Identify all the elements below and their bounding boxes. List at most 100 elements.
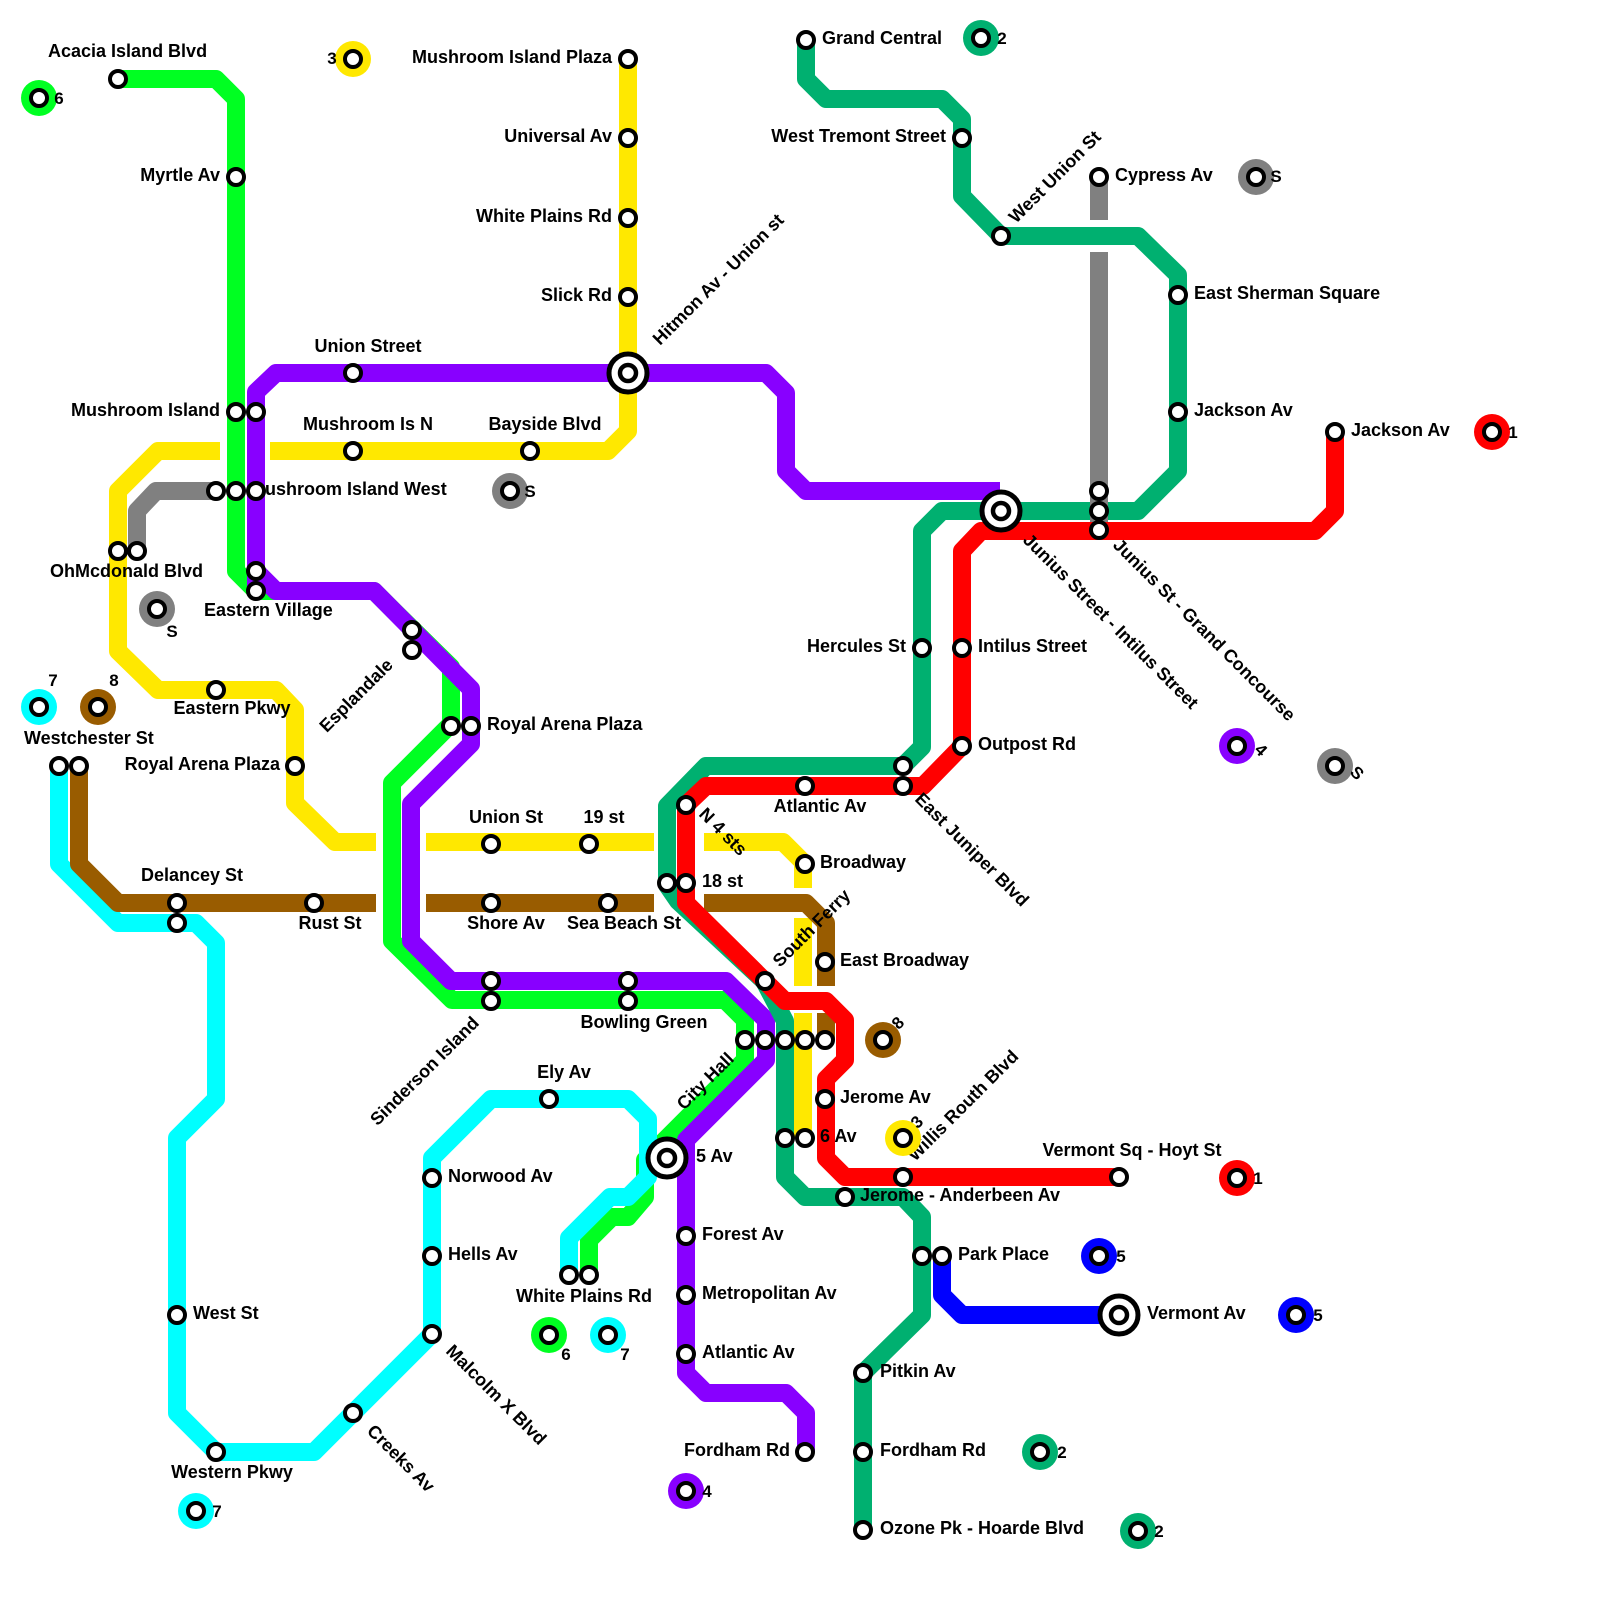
station-union-street-9-marker-1[interactable] bbox=[343, 363, 363, 383]
station-forest-av-38-marker-1[interactable] bbox=[676, 1226, 696, 1246]
station-malcolm-x-blvd-34-marker-1[interactable] bbox=[422, 1324, 442, 1344]
station-ely-av-28-marker-1[interactable] bbox=[539, 1089, 559, 1109]
station-ohmcdonald-blvd-5-marker-1[interactable] bbox=[108, 541, 128, 561]
station-east-juniper-blvd-68-marker-2[interactable] bbox=[893, 776, 913, 796]
station-rust-st-21-marker-1[interactable] bbox=[304, 893, 324, 913]
station-jerome-av-48-marker-1[interactable] bbox=[815, 1089, 835, 1109]
station-royal-arena-plaza-8-marker-1[interactable] bbox=[441, 716, 461, 736]
station-eastern-village-6-marker-1[interactable] bbox=[246, 561, 266, 581]
station-city-hall-36-marker-1[interactable] bbox=[735, 1030, 755, 1050]
station-city-hall-36-marker-4[interactable] bbox=[795, 1030, 815, 1050]
station-esplandale-7-marker-1[interactable] bbox=[402, 620, 422, 640]
station-6-av-49-marker-2[interactable] bbox=[795, 1128, 815, 1148]
station-jackson-av-63-label: Jackson Av bbox=[1194, 400, 1293, 420]
station-fordham-rd-41-marker-1[interactable] bbox=[795, 1442, 815, 1462]
station-shore-av-24-marker-1[interactable] bbox=[481, 893, 501, 913]
station-broadway-45-label: Broadway bbox=[820, 852, 906, 872]
station-city-hall-36-marker-2[interactable] bbox=[755, 1030, 775, 1050]
station-sinderson-island-26-marker-2[interactable] bbox=[481, 991, 501, 1011]
station-vermont-sq-hoyt-st-52-marker-1[interactable] bbox=[1109, 1167, 1129, 1187]
station-atlantic-av-44-label: Atlantic Av bbox=[774, 796, 867, 816]
station-creeks-av-33-marker-1[interactable] bbox=[343, 1403, 363, 1423]
station-universal-av-13-marker-1[interactable] bbox=[618, 128, 638, 148]
station-mushroom-island-3-marker-1[interactable] bbox=[226, 402, 246, 422]
station-west-st-31-marker-1[interactable] bbox=[167, 1305, 187, 1325]
station-hitmon-av-union-st-16-interchange[interactable] bbox=[606, 351, 650, 395]
station-norwood-av-29-marker-1[interactable] bbox=[422, 1168, 442, 1188]
station-n-4-sts-42-marker-1[interactable] bbox=[676, 795, 696, 815]
station-west-union-st-60-marker-1[interactable] bbox=[991, 226, 1011, 246]
station-mushroom-island-3-marker-2[interactable] bbox=[246, 402, 266, 422]
station-6-av-49-marker-1[interactable] bbox=[775, 1128, 795, 1148]
station-junius-st-grand-concourse-70-marker-2[interactable] bbox=[1089, 501, 1109, 521]
station-pitkin-av-55-marker-1[interactable] bbox=[853, 1363, 873, 1383]
station-outpost-rd-67-marker-1[interactable] bbox=[952, 736, 972, 756]
station-19-st-23-marker-1[interactable] bbox=[579, 834, 599, 854]
station-ohmcdonald-blvd-5-marker-2[interactable] bbox=[127, 541, 147, 561]
station-sea-beach-st-25-marker-1[interactable] bbox=[598, 893, 618, 913]
station-mushroom-island-west-4-marker-2[interactable] bbox=[226, 481, 246, 501]
station-atlantic-av-40-marker-1[interactable] bbox=[676, 1344, 696, 1364]
station-mushroom-island-plaza-12-marker-1[interactable] bbox=[618, 49, 638, 69]
station-esplandale-7-marker-2[interactable] bbox=[402, 640, 422, 660]
station-metropolitan-av-39-marker-1[interactable] bbox=[676, 1285, 696, 1305]
station-slick-rd-15-marker-1[interactable] bbox=[618, 287, 638, 307]
station-royal-arena-plaza-8-marker-2[interactable] bbox=[461, 716, 481, 736]
station-18-st-43-marker-2[interactable] bbox=[676, 873, 696, 893]
station-18-st-43-marker-1[interactable] bbox=[657, 873, 677, 893]
station-eastern-village-6-marker-2[interactable] bbox=[246, 581, 266, 601]
station-fordham-rd-56-marker-1[interactable] bbox=[853, 1442, 873, 1462]
station-delancey-st-20-marker-2[interactable] bbox=[167, 913, 187, 933]
station-delancey-st-20-marker-1[interactable] bbox=[167, 893, 187, 913]
station-mushroom-island-west-4-marker-1[interactable] bbox=[206, 481, 226, 501]
station-westchester-st-19-marker-1[interactable] bbox=[49, 756, 69, 776]
station-west-tremont-street-59-marker-1[interactable] bbox=[952, 128, 972, 148]
station-south-ferry-46-marker-1[interactable] bbox=[755, 971, 775, 991]
station-bowling-green-27-marker-1[interactable] bbox=[618, 971, 638, 991]
station-jerome-anderbeen-av-50-marker-1[interactable] bbox=[835, 1187, 855, 1207]
station-willis-routh-blvd-51-marker-1[interactable] bbox=[893, 1167, 913, 1187]
station-city-hall-36-marker-5[interactable] bbox=[815, 1030, 835, 1050]
station-western-pkwy-32-marker-1[interactable] bbox=[206, 1442, 226, 1462]
station-east-broadway-47-marker-1[interactable] bbox=[815, 952, 835, 972]
station-east-juniper-blvd-68-marker-1[interactable] bbox=[893, 756, 913, 776]
station-cypress-av-61-marker-1[interactable] bbox=[1089, 167, 1109, 187]
station-hells-av-30-marker-1[interactable] bbox=[422, 1246, 442, 1266]
station-junius-street-intilus-street-69-interchange[interactable] bbox=[979, 489, 1023, 533]
station-city-hall-36-marker-3[interactable] bbox=[775, 1030, 795, 1050]
station-hercules-st-65-marker-1[interactable] bbox=[912, 638, 932, 658]
station-vermont-av-54-interchange[interactable] bbox=[1097, 1293, 1141, 1337]
station-bayside-blvd-11-marker-1[interactable] bbox=[520, 441, 540, 461]
station-park-place-53-marker-2[interactable] bbox=[932, 1246, 952, 1266]
station-white-plains-rd-35-marker-1[interactable] bbox=[559, 1265, 579, 1285]
station-grand-central-58-marker-1[interactable] bbox=[796, 30, 816, 50]
station-white-plains-rd-14-marker-1[interactable] bbox=[618, 208, 638, 228]
station-5-av-37-interchange[interactable] bbox=[645, 1136, 689, 1180]
station-myrtle-av-2-marker-1[interactable] bbox=[226, 167, 246, 187]
station-broadway-45-marker-1[interactable] bbox=[795, 854, 815, 874]
station-atlantic-av-44-marker-1[interactable] bbox=[795, 776, 815, 796]
station-mushroom-is-n-10-marker-1[interactable] bbox=[343, 441, 363, 461]
station-jerome-anderbeen-av-50-label: Jerome - Anderbeen Av bbox=[860, 1185, 1060, 1205]
station-bowling-green-27-marker-2[interactable] bbox=[618, 991, 638, 1011]
station-mushroom-island-west-4-marker-3[interactable] bbox=[246, 481, 266, 501]
station-ozone-pk-hoarde-blvd-57-marker-1[interactable] bbox=[853, 1520, 873, 1540]
station-eastern-pkwy-17-marker-1[interactable] bbox=[206, 680, 226, 700]
station-intilus-street-66-marker-1[interactable] bbox=[952, 638, 972, 658]
station-union-st-22-marker-1[interactable] bbox=[481, 834, 501, 854]
station-junius-st-grand-concourse-70-marker-3[interactable] bbox=[1089, 520, 1109, 540]
route-badge-label: 1 bbox=[1508, 423, 1517, 442]
station-royal-arena-plaza-18-marker-1[interactable] bbox=[285, 756, 305, 776]
station-east-sherman-square-62-marker-1[interactable] bbox=[1168, 285, 1188, 305]
station-junius-st-grand-concourse-70-label: Junius St - Grand Concourse bbox=[1109, 535, 1299, 725]
station-park-place-53-marker-1[interactable] bbox=[912, 1246, 932, 1266]
station-jackson-av-63-marker-1[interactable] bbox=[1168, 402, 1188, 422]
station-westchester-st-19-marker-2[interactable] bbox=[69, 756, 89, 776]
station-sinderson-island-26-marker-1[interactable] bbox=[481, 971, 501, 991]
route-badge-s-7: S bbox=[139, 591, 178, 641]
station-white-plains-rd-35-marker-2[interactable] bbox=[579, 1265, 599, 1285]
station-jackson-av-64-marker-1[interactable] bbox=[1325, 422, 1345, 442]
station-acacia-island-blvd-1-marker-1[interactable] bbox=[108, 69, 128, 89]
route-badge-dot bbox=[1227, 736, 1247, 756]
station-junius-st-grand-concourse-70-marker-1[interactable] bbox=[1089, 481, 1109, 501]
